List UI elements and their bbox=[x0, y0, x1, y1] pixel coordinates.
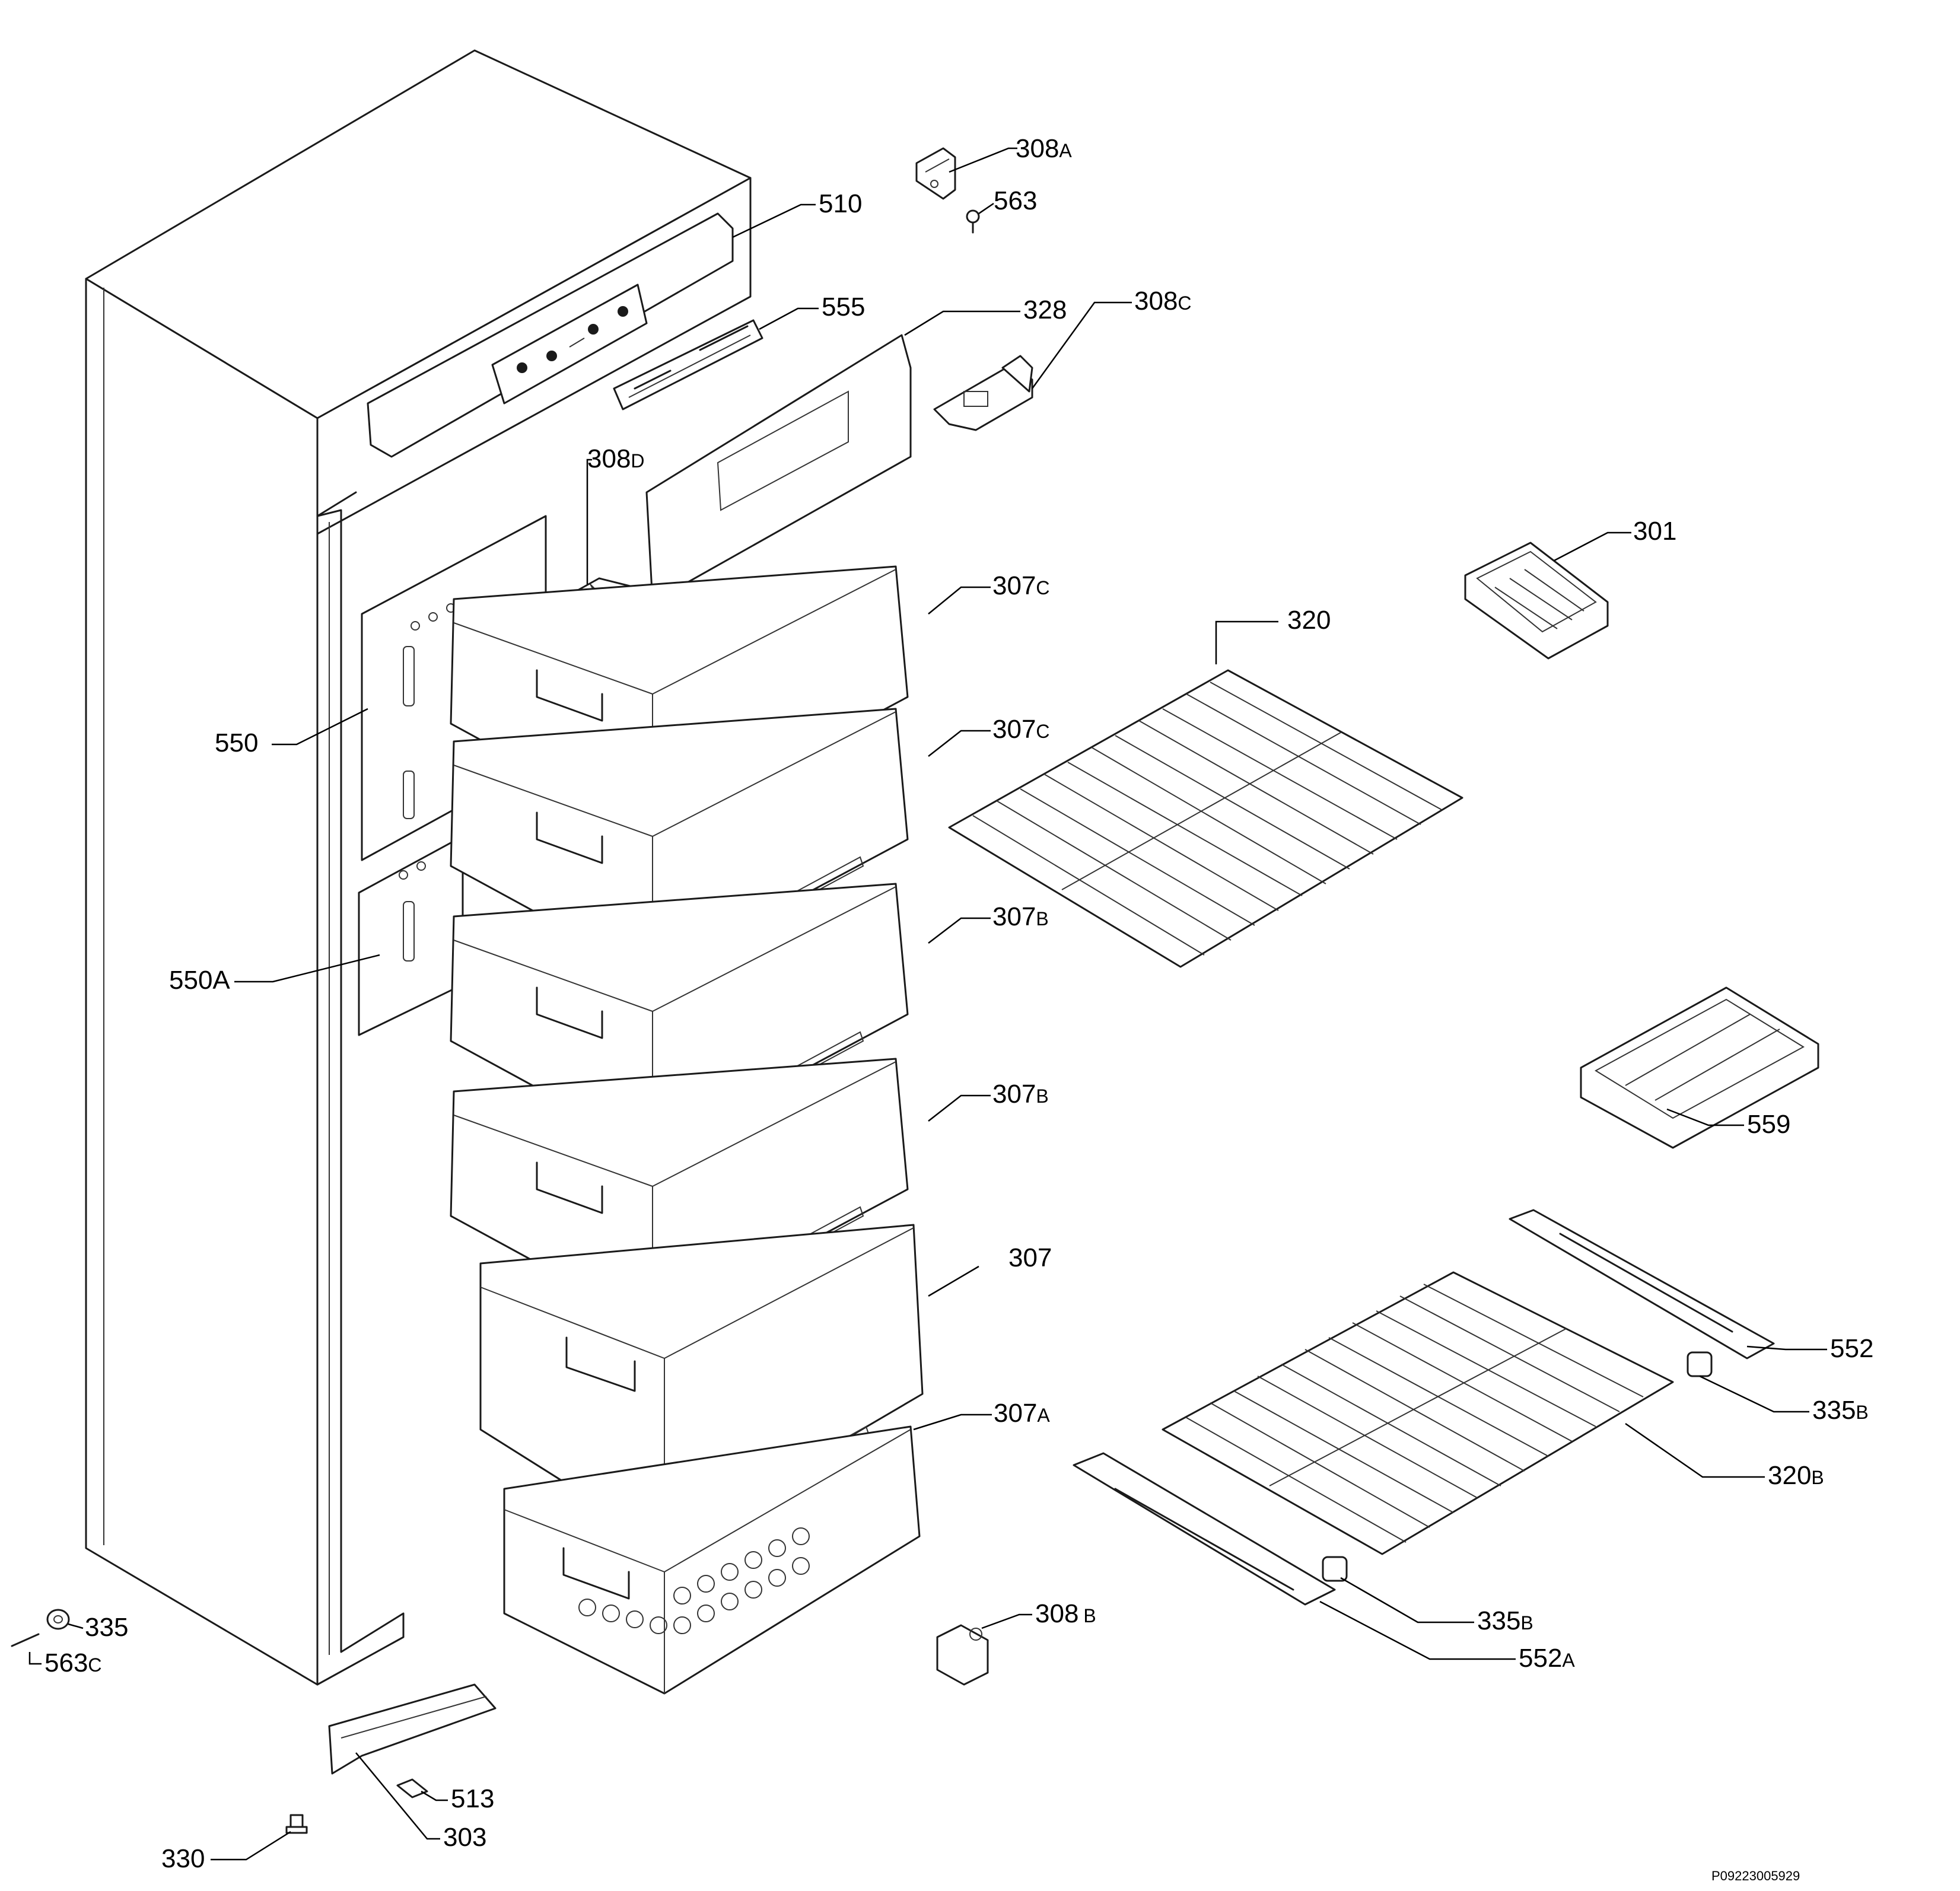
screw-563 bbox=[966, 209, 980, 234]
callout-308a: 308A bbox=[1016, 134, 1072, 163]
pin-563c bbox=[11, 1633, 40, 1647]
callout-563: 563 bbox=[994, 186, 1037, 215]
callout-330: 330 bbox=[161, 1844, 205, 1873]
callout-513: 513 bbox=[451, 1784, 494, 1813]
callout-307c-upper: 307C bbox=[992, 571, 1050, 600]
ice-cube-wells bbox=[578, 1527, 810, 1634]
hinge-308a bbox=[915, 147, 956, 200]
clip-513 bbox=[396, 1778, 428, 1798]
slide-rail-552a bbox=[1073, 1452, 1336, 1606]
leader-lines bbox=[28, 147, 1827, 1861]
callout-510: 510 bbox=[819, 189, 862, 218]
callout-550a: 550A bbox=[169, 966, 230, 995]
wire-shelf-320b bbox=[1162, 1271, 1674, 1555]
callout-559: 559 bbox=[1747, 1110, 1790, 1139]
wire-shelf-320 bbox=[948, 669, 1463, 968]
callout-335: 335 bbox=[85, 1613, 128, 1642]
ice-tray-301 bbox=[1464, 542, 1609, 660]
callout-320b: 320B bbox=[1768, 1461, 1824, 1490]
hinge-308c bbox=[933, 355, 1033, 431]
side-panel-550a bbox=[358, 835, 464, 1036]
reference-code: P09223005929 bbox=[1711, 1868, 1800, 1883]
callout-563c: 563C bbox=[44, 1648, 102, 1677]
callout-307a: 307A bbox=[994, 1399, 1050, 1428]
foot-330 bbox=[285, 1814, 308, 1834]
callout-550: 550 bbox=[215, 728, 258, 757]
callout-307: 307 bbox=[1008, 1243, 1052, 1272]
base-grille-303 bbox=[328, 1683, 497, 1775]
tray-559 bbox=[1580, 986, 1819, 1149]
roller-335b-right bbox=[1687, 1351, 1713, 1377]
callout-335b-right: 335B bbox=[1812, 1396, 1869, 1425]
callout-301: 301 bbox=[1633, 517, 1676, 546]
roller-335b-lower bbox=[1322, 1556, 1348, 1582]
callout-308c: 308C bbox=[1134, 286, 1192, 316]
callout-320: 320 bbox=[1287, 606, 1331, 635]
callout-303: 303 bbox=[443, 1823, 486, 1852]
callout-335b-lower: 335B bbox=[1477, 1606, 1533, 1635]
drawer-307a bbox=[503, 1425, 921, 1695]
callout-307b-lower: 307B bbox=[992, 1080, 1049, 1109]
callout-labels: 308A 563 510 555 328 308C 308D 301 307C … bbox=[44, 134, 1873, 1873]
callout-552: 552 bbox=[1830, 1334, 1873, 1363]
callout-308d: 308D bbox=[587, 444, 645, 473]
callout-328: 328 bbox=[1023, 295, 1067, 324]
callout-552a: 552A bbox=[1519, 1644, 1575, 1673]
callout-307c-lower: 307C bbox=[992, 715, 1050, 744]
panel-rail-555 bbox=[613, 319, 763, 410]
callout-555: 555 bbox=[822, 292, 865, 321]
control-panel-510 bbox=[367, 212, 734, 458]
hinge-308b bbox=[936, 1624, 989, 1686]
callout-307b-upper: 307B bbox=[992, 902, 1049, 931]
roller-335 bbox=[46, 1609, 70, 1630]
slide-rail-552 bbox=[1509, 1209, 1775, 1360]
